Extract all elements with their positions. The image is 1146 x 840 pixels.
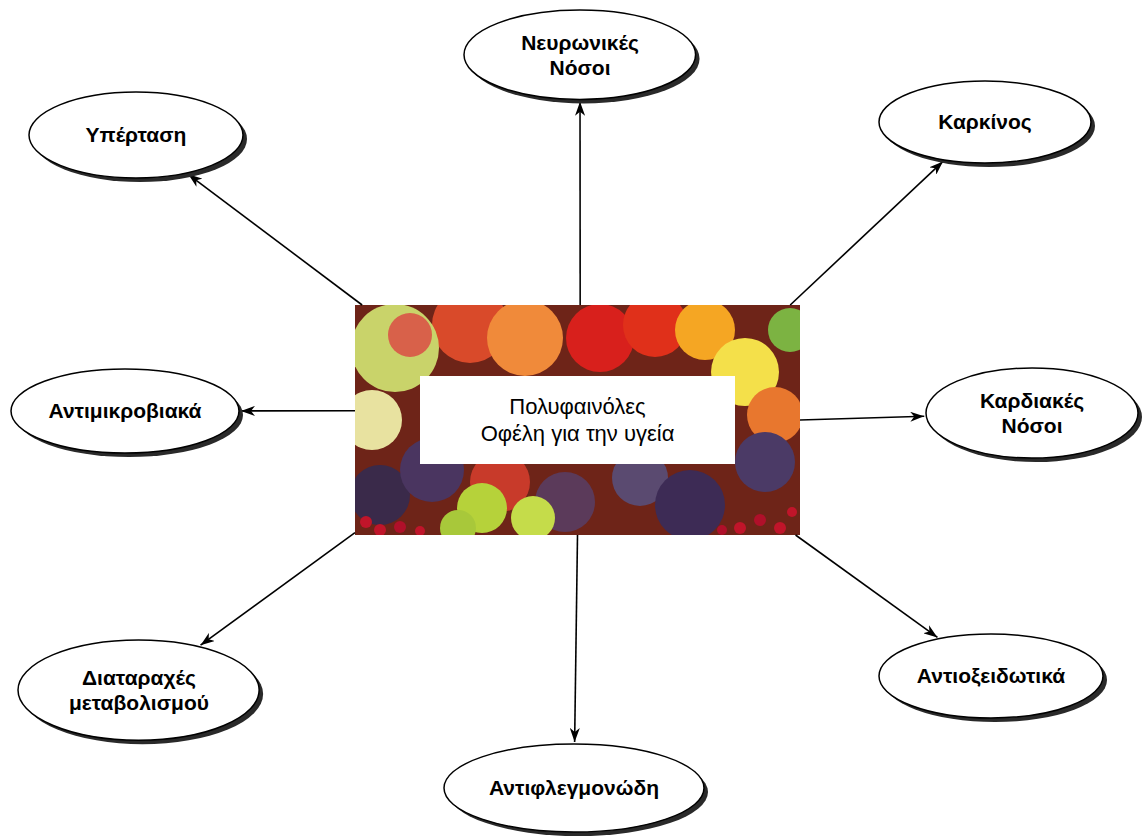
arrow-connector bbox=[796, 535, 938, 637]
fruit bbox=[440, 510, 476, 535]
ellipse-face bbox=[464, 10, 696, 99]
berry bbox=[360, 516, 372, 528]
arrow-connector bbox=[575, 535, 578, 742]
ellipse-face bbox=[29, 92, 243, 178]
topic-label: Νευρωνικές Νόσοι bbox=[520, 30, 639, 80]
topic-ellipse: Υπέρταση bbox=[28, 91, 244, 179]
ellipse-outline bbox=[925, 367, 1139, 459]
arrow-connector bbox=[188, 174, 362, 305]
berry bbox=[754, 514, 766, 526]
ellipse-face bbox=[926, 368, 1138, 458]
ellipse-face bbox=[879, 81, 1091, 163]
ellipse-outline bbox=[17, 639, 260, 741]
topic-ellipse: Καρκίνος bbox=[878, 80, 1092, 164]
fruit bbox=[768, 308, 800, 352]
fruit-picture bbox=[355, 305, 800, 535]
ellipse-face bbox=[11, 369, 239, 453]
topic-ellipse: Νευρωνικές Νόσοι bbox=[463, 9, 697, 100]
topic-ellipse: Αντιμικροβιακά bbox=[10, 368, 240, 454]
topic-ellipse: Διαταραχές μεταβολισμού bbox=[17, 639, 260, 741]
arrow-connector bbox=[790, 161, 943, 305]
fruit bbox=[487, 305, 563, 376]
berry bbox=[734, 522, 746, 534]
topic-label: Αντιφλεγμονώδη bbox=[488, 775, 660, 800]
topic-label: Διαταραχές μεταβολισμού bbox=[68, 665, 209, 715]
topic-label: Υπέρταση bbox=[85, 122, 187, 147]
picture-box: Πολυφαινόλες Οφέλη για την υγεία bbox=[355, 305, 800, 535]
title-label: Πολυφαινόλες Οφέλη για την υγεία bbox=[480, 393, 676, 448]
fruit bbox=[355, 390, 402, 450]
ellipse-outline bbox=[463, 9, 697, 100]
berry bbox=[394, 521, 406, 533]
berry bbox=[717, 525, 727, 535]
berry bbox=[415, 526, 425, 535]
berry bbox=[774, 522, 786, 534]
topic-ellipse: Αντιοξειδωτικά bbox=[878, 633, 1104, 719]
ellipse-face bbox=[444, 744, 704, 832]
fruit bbox=[735, 432, 795, 492]
label-panel: Πολυφαινόλες Οφέλη για την υγεία bbox=[420, 376, 735, 464]
topic-label: Καρκίνος bbox=[938, 109, 1033, 134]
berry bbox=[787, 507, 797, 517]
fruit bbox=[388, 313, 432, 357]
topic-label: Αντιμικροβιακά bbox=[48, 398, 202, 423]
arrow-connector bbox=[579, 102, 581, 305]
topic-label: Αντιοξειδωτικά bbox=[916, 663, 1066, 688]
ellipse-face bbox=[879, 634, 1103, 718]
berry bbox=[374, 524, 386, 535]
arrow-connector bbox=[800, 416, 924, 420]
arrow-connector bbox=[201, 533, 355, 645]
ellipse-face bbox=[18, 640, 259, 740]
fruit bbox=[511, 496, 555, 535]
topic-ellipse: Αντιφλεγμονώδη bbox=[443, 743, 705, 833]
fruit bbox=[655, 470, 725, 535]
arrow-connector bbox=[241, 410, 355, 412]
topic-label: Καρδιακές Νόσοι bbox=[980, 388, 1085, 438]
topic-ellipse: Καρδιακές Νόσοι bbox=[925, 367, 1139, 459]
fruit bbox=[566, 305, 634, 372]
